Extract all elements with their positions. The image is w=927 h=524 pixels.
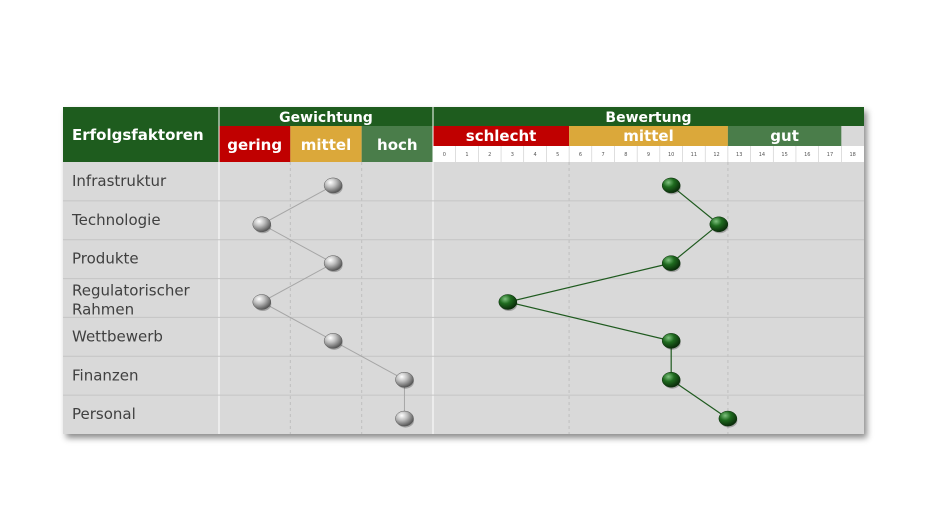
rating-marker — [661, 333, 681, 349]
tick-label-8: 8 — [624, 152, 627, 158]
rating-band-cell — [727, 126, 842, 146]
tick-label-7: 7 — [602, 152, 605, 158]
tick-label-13: 13 — [736, 152, 742, 158]
row-label: Wettbewerb — [72, 327, 163, 345]
weighting-marker — [395, 371, 414, 388]
rating-marker — [661, 371, 681, 388]
rating-marker — [498, 294, 518, 310]
weighting-category-gering: gering — [227, 136, 282, 154]
row-label: Finanzen — [72, 366, 139, 384]
tick-label-5: 5 — [556, 152, 559, 158]
rating-band-cell — [569, 126, 728, 146]
weighting-category-hoch: hoch — [377, 136, 418, 154]
row-header-label: Erfolgsfaktoren — [72, 126, 204, 144]
row-header-cell — [63, 107, 219, 162]
rating-title: Bewertung — [605, 110, 691, 126]
tick-row — [433, 146, 864, 162]
rating-marker — [718, 410, 738, 427]
rating-marker — [709, 216, 729, 233]
weighting-marker — [252, 216, 272, 233]
tick-label-6: 6 — [579, 152, 582, 158]
weighting-category-cell — [361, 126, 433, 162]
tick-label-1: 1 — [465, 152, 468, 158]
row-label-line: Rahmen — [72, 301, 134, 319]
rating-band-gut: gut — [770, 127, 799, 145]
tick-label-9: 9 — [647, 152, 650, 158]
weighting-marker — [395, 410, 414, 427]
rating-marker — [661, 255, 681, 271]
row-label: Personal — [72, 405, 136, 423]
rating-marker — [661, 177, 681, 194]
rating-band-schlecht: schlecht — [466, 127, 537, 145]
tick-label-15: 15 — [781, 152, 787, 158]
row-label: Infrastruktur — [72, 172, 167, 190]
tick-label-18: 18 — [849, 152, 855, 158]
weighting-marker — [323, 255, 343, 271]
tick-label-14: 14 — [759, 152, 765, 158]
weighting-title-cell — [219, 107, 433, 126]
rating-title-cell — [433, 107, 864, 126]
weighting-marker — [323, 177, 343, 194]
tick-label-16: 16 — [804, 152, 810, 158]
tick-label-12: 12 — [713, 152, 719, 158]
weighting-marker — [252, 294, 272, 310]
row-label: Technologie — [71, 211, 161, 229]
chart-body — [63, 162, 864, 434]
tick-label-4: 4 — [533, 152, 536, 158]
weighting-category-cell — [219, 126, 291, 162]
tick-label-0: 0 — [443, 152, 446, 158]
success-factor-chart: Erfolgsfaktoren Gewichtung Bewertung gering… — [63, 107, 864, 434]
tick-label-3: 3 — [511, 152, 514, 158]
tick-label-17: 17 — [827, 152, 833, 158]
tick-label-10: 10 — [668, 152, 674, 158]
rating-band-cell — [433, 126, 570, 146]
weighting-title: Gewichtung — [279, 110, 373, 126]
row-label: Produkte — [72, 250, 139, 268]
weighting-category-mittel: mittel — [301, 136, 351, 154]
weighting-category-cell — [290, 126, 362, 162]
chart-svg: Erfolgsfaktoren Gewichtung Bewertung gering… — [63, 107, 864, 434]
rating-band-mittel: mittel — [623, 127, 673, 145]
weighting-marker — [323, 333, 343, 349]
row-label-line: Regulatorischer — [72, 282, 191, 300]
tick-label-2: 2 — [488, 152, 491, 158]
tick-label-11: 11 — [691, 152, 697, 158]
